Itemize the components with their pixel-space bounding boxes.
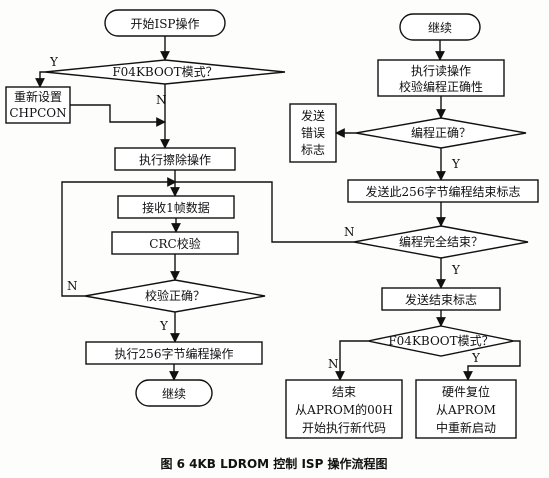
label-no-3: N: [344, 225, 355, 239]
read-verify-box: [377, 59, 505, 97]
send-error-line2: 错误: [301, 126, 325, 140]
read-verify-line2: 校验编程正确性: [399, 79, 483, 94]
label-no-4: N: [328, 357, 339, 371]
edge-check-no-loop: [61, 177, 177, 297]
label-no-1: N: [156, 93, 167, 107]
label-yes-3: Y: [451, 157, 461, 171]
send-error-box: [289, 103, 337, 163]
label-no-2: N: [67, 279, 78, 293]
hw-reset-line3: 中重新启动: [436, 420, 496, 435]
send-error-line1: 发送: [301, 108, 325, 123]
figure-caption: 图 6 4KB LDROM 控制 ISP 操作流程图: [160, 456, 387, 471]
decision-check-ok-label: 校验正确？: [145, 288, 205, 303]
hw-reset-line2: 从APROM: [436, 403, 496, 417]
end-box-line2: 从APROM的00H: [295, 402, 393, 417]
send-end-flag-label: 发送结束标志: [405, 292, 477, 307]
end-box-line1: 结束: [332, 385, 356, 399]
label-yes-5: Y: [471, 351, 481, 365]
send-256-done-label: 发送此256字节编程结束标志: [366, 184, 521, 199]
start-label: 开始ISP操作: [130, 16, 199, 31]
reset-chpcon-line1: 重新设置: [14, 89, 62, 104]
erase-label: 执行擦除操作: [139, 152, 211, 167]
label-yes-2: Y: [159, 319, 169, 333]
decision-f04kboot-left-label: F04KBOOT模式？: [112, 65, 217, 79]
edge-all-done-no-loop: [176, 181, 354, 243]
continue-left-label: 继续: [162, 387, 186, 401]
send-error-line3: 标志: [301, 143, 325, 157]
decision-f04kboot-right: [367, 325, 515, 357]
decision-f04kboot-right-label: F04KBOOT模式？: [388, 334, 493, 348]
crc-label: CRC校验: [149, 236, 200, 251]
edge-f04-yes-hwreset: [463, 340, 521, 381]
continue-terminator-left: [135, 379, 213, 407]
hw-reset-line1: 硬件复位: [442, 384, 490, 399]
send-256-done-box: [347, 179, 539, 203]
receive-frame-label: 接收1帧数据: [142, 200, 210, 215]
reset-chpcon-line2: CHPCON: [9, 106, 66, 120]
end-box-line3: 开始执行新代码: [302, 420, 386, 435]
label-yes-4: Y: [451, 263, 461, 277]
continue-right-label: 继续: [428, 21, 452, 35]
decision-program-ok-label: 编程正确？: [411, 125, 471, 140]
program-256-label: 执行256字节编程操作: [115, 346, 234, 361]
label-yes-1: Y: [49, 55, 59, 69]
edge-f04-no-end: [335, 340, 368, 381]
edge-reset-to-main: [70, 104, 166, 127]
read-verify-line1: 执行读操作: [411, 63, 471, 78]
decision-all-done-label: 编程完全结束？: [399, 234, 483, 249]
end-box: [285, 379, 403, 439]
edge-decision-yes-reset: [35, 71, 45, 88]
hw-reset-box: [415, 379, 517, 439]
